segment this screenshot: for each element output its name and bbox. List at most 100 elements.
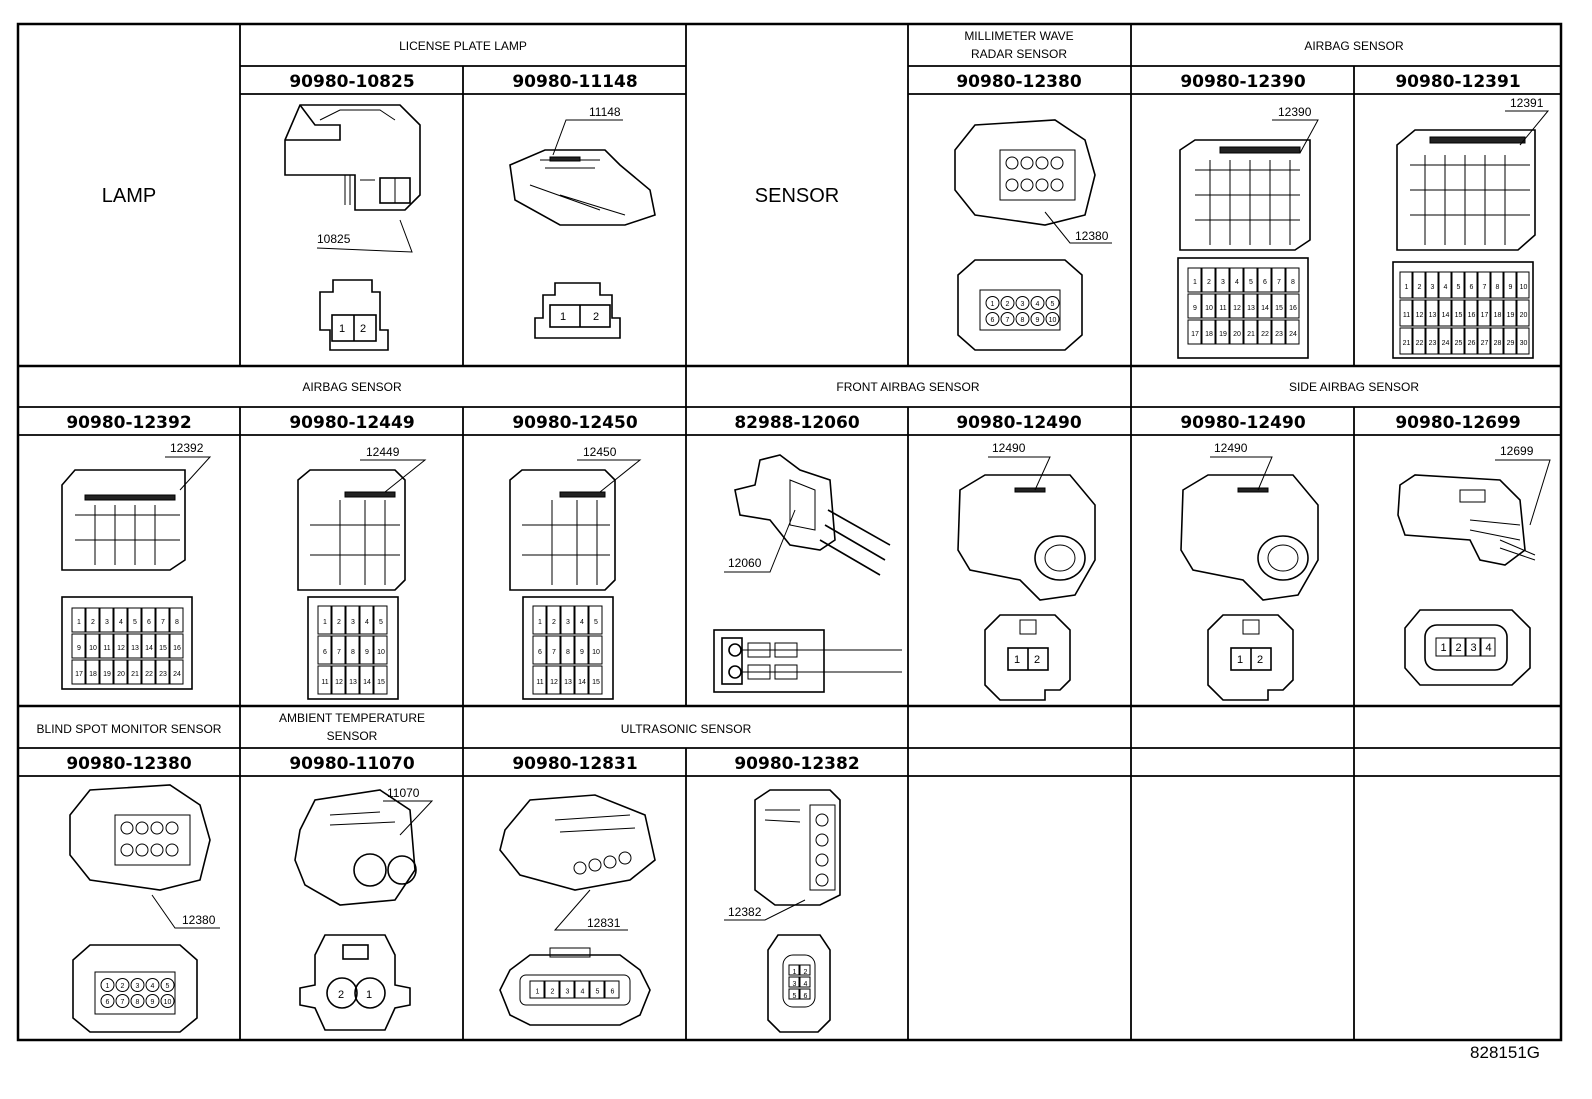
pin-label: 21 <box>1403 340 1411 347</box>
pin-cell <box>71 633 86 659</box>
pin-cell <box>127 633 142 659</box>
pin-cell <box>1000 312 1015 326</box>
pin-label: 19 <box>1507 312 1515 319</box>
pin-cell <box>155 633 170 659</box>
pin-cell <box>1229 293 1244 319</box>
pin-cell <box>574 980 590 999</box>
pin-label: 7 <box>1277 279 1281 286</box>
callout-label: 12060 <box>728 556 762 570</box>
group-header-license-plate-lamp: LICENSE PLATE LAMP <box>399 39 527 53</box>
pin-label: 7 <box>1483 284 1487 291</box>
pin-cell <box>1451 327 1465 355</box>
pin-cell <box>1465 637 1481 657</box>
pin-label: 3 <box>1021 301 1025 308</box>
pin-cell <box>71 659 86 685</box>
pin-cell <box>99 633 114 659</box>
pin-label: 1 <box>1440 642 1446 654</box>
pin-cell <box>559 980 575 999</box>
pin-cell <box>1243 267 1258 293</box>
pin-label: 10 <box>89 645 97 652</box>
pin-cell <box>130 978 145 992</box>
pin-cell <box>345 635 360 665</box>
pin-cell <box>1412 327 1426 355</box>
pin-label: 2 <box>91 619 95 626</box>
pin-label: 1 <box>1405 284 1409 291</box>
pin-label: 9 <box>151 999 155 1006</box>
pin-label: 30 <box>1520 340 1528 347</box>
callout-label: 12699 <box>1500 444 1534 458</box>
pin-cell <box>1399 271 1413 299</box>
pin-label: 11 <box>1403 312 1410 319</box>
callout-label: 12490 <box>1214 441 1248 455</box>
group-header-mmw-line2: RADAR SENSOR <box>971 47 1067 61</box>
pin-cell <box>113 659 128 685</box>
part-number: 90980-12831 <box>512 754 637 774</box>
pin-cell <box>141 607 156 633</box>
part-number: 90980-12699 <box>1395 413 1520 433</box>
group-header-ambient-line1: AMBIENT TEMPERATURE <box>279 711 425 725</box>
pin-cell <box>985 296 1000 310</box>
connector-11070: 11070 2 1 <box>294 786 434 1031</box>
pin-label: 17 <box>1481 312 1489 319</box>
pin-cell <box>1477 299 1491 327</box>
group-header-side-airbag: SIDE AIRBAG SENSOR <box>1289 380 1419 394</box>
pin-label: 17 <box>75 671 83 678</box>
part-number: 90980-12391 <box>1395 72 1520 92</box>
pin-label: 21 <box>1247 331 1255 338</box>
pin-label: 9 <box>580 649 584 656</box>
pin-label: 15 <box>1455 312 1463 319</box>
pin-cell <box>1271 319 1286 345</box>
pin-label: 3 <box>351 619 355 626</box>
pin-label: 2 <box>360 323 366 335</box>
part-number: 90980-12390 <box>1180 72 1306 92</box>
group-header-front-airbag: FRONT AIRBAG SENSOR <box>836 380 979 394</box>
pin-label: 2 <box>551 989 555 996</box>
pin-cell <box>85 659 100 685</box>
pin-label: 13 <box>564 679 572 686</box>
pin-label: 2 <box>1455 642 1461 654</box>
pin-cell <box>546 635 561 665</box>
pin-cell <box>359 665 374 695</box>
pin-label: 4 <box>151 983 155 990</box>
pin-label: 17 <box>1191 331 1199 338</box>
pin-label: 9 <box>77 645 81 652</box>
pin-label: 26 <box>1468 340 1476 347</box>
pin-cell <box>1464 299 1478 327</box>
pin-label: 10 <box>377 649 385 656</box>
pin-cell <box>788 988 800 1000</box>
pin-cell <box>1030 312 1045 326</box>
pin-label: 5 <box>793 993 797 1000</box>
pin-cell <box>560 605 575 635</box>
part-number: 90980-12382 <box>734 754 859 774</box>
pin-cell <box>1438 327 1452 355</box>
pin-label: 9 <box>1509 284 1513 291</box>
connector-face <box>61 596 193 690</box>
pin-cell <box>1201 267 1216 293</box>
pin-label: 11 <box>321 679 328 686</box>
pin-label: 8 <box>175 619 179 626</box>
pin-label: 2 <box>552 619 556 626</box>
callout-label: 11148 <box>589 105 621 119</box>
pin-cell <box>1215 267 1230 293</box>
pin-cell <box>1201 293 1216 319</box>
part-number: 90980-12490 <box>956 413 1082 433</box>
pin-label: 4 <box>1036 301 1040 308</box>
pin-label: 8 <box>1021 317 1025 324</box>
pin-label: 22 <box>1416 340 1424 347</box>
pin-label: 12 <box>335 679 343 686</box>
pin-cell <box>373 635 388 665</box>
pin-cell <box>130 994 145 1008</box>
connector-11148: 11148 1 2 <box>509 105 656 339</box>
pin-cell <box>546 665 561 695</box>
pin-label: 2 <box>593 311 599 323</box>
connector-10825: 10825 1 2 <box>284 104 421 351</box>
pin-label: 3 <box>1431 284 1435 291</box>
pin-cell <box>155 607 170 633</box>
pin-cell <box>1503 271 1517 299</box>
